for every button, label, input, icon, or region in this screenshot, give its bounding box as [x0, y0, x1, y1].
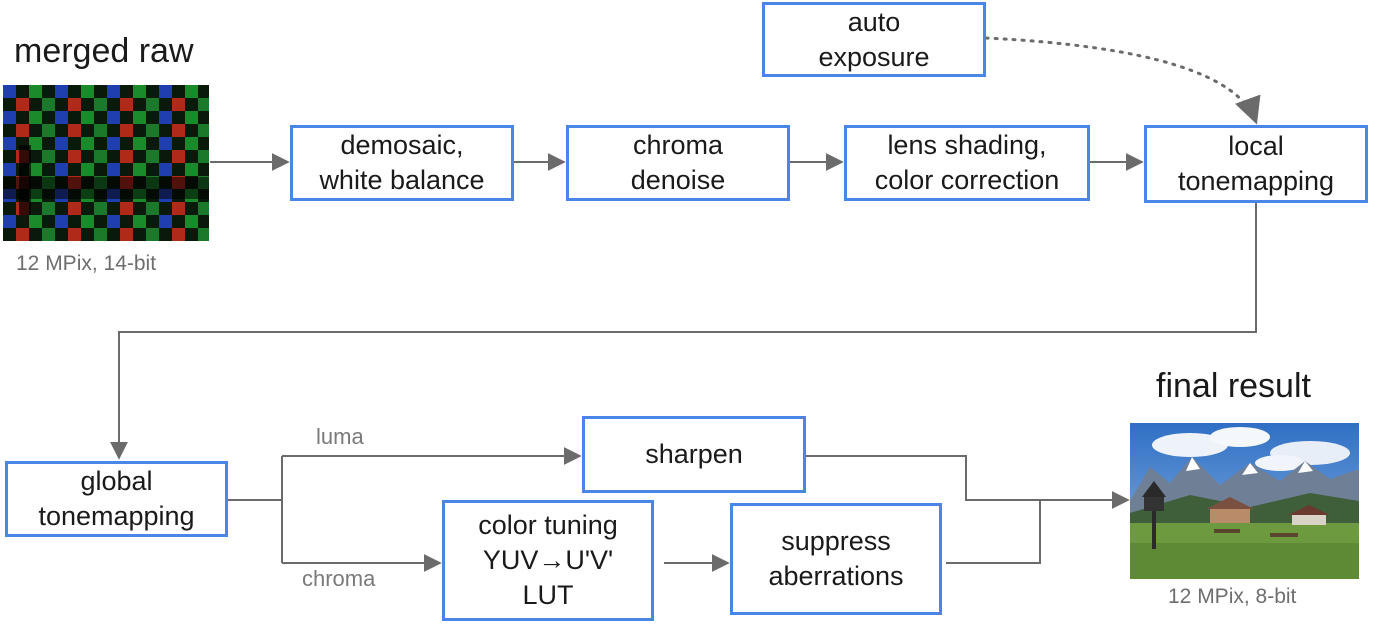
- node-label: tonemapping: [1177, 166, 1335, 196]
- node-label: color correction: [874, 165, 1060, 195]
- final-photo-image: [1130, 423, 1359, 579]
- node-label: aberrations: [768, 561, 904, 591]
- node-label: YUV→U'V': [482, 545, 614, 575]
- node-label: auto: [847, 6, 901, 37]
- raw-bayer-image: [3, 85, 209, 241]
- node-label: global: [80, 466, 153, 496]
- node-label: demosaic,: [340, 130, 464, 160]
- auto-exposure-node: auto exposure: [762, 2, 986, 77]
- demosaic-white-balance-node: demosaic, white balance: [290, 125, 514, 201]
- node-label: suppress: [781, 526, 891, 556]
- raw-caption: 12 MPix, 14-bit: [16, 252, 157, 275]
- lens-shading-node: lens shading, color correction: [844, 125, 1090, 201]
- suppress-aberrations-node: suppress aberrations: [730, 503, 942, 615]
- node-label: exposure: [818, 41, 930, 72]
- node-label: local: [1228, 131, 1284, 161]
- node-label: tonemapping: [38, 501, 195, 531]
- global-tonemapping-node: global tonemapping: [5, 461, 228, 537]
- luma-label: luma: [316, 424, 364, 449]
- merge-line: [806, 455, 1041, 564]
- node-label: lens shading,: [887, 130, 1047, 160]
- final-result-title: final result: [1156, 367, 1311, 405]
- arrow-auto-exposure-to-local: [984, 36, 1261, 125]
- arrow-local-to-global: [110, 203, 1257, 460]
- chroma-denoise-node: chroma denoise: [566, 125, 790, 201]
- sharpen-node: sharpen: [582, 416, 806, 493]
- node-label: LUT: [522, 580, 574, 610]
- node-label: chroma: [632, 130, 724, 160]
- chroma-label: chroma: [302, 566, 376, 591]
- merged-raw-title: merged raw: [14, 32, 194, 70]
- local-tonemapping-node: local tonemapping: [1144, 125, 1368, 203]
- branch-line: [228, 456, 283, 563]
- node-label: denoise: [630, 165, 726, 195]
- node-label: white balance: [319, 165, 485, 195]
- color-tuning-node: color tuning YUV→U'V' LUT: [442, 500, 654, 621]
- final-caption: 12 MPix, 8-bit: [1168, 585, 1297, 608]
- node-label: sharpen: [645, 439, 743, 469]
- node-label: color tuning: [478, 510, 618, 540]
